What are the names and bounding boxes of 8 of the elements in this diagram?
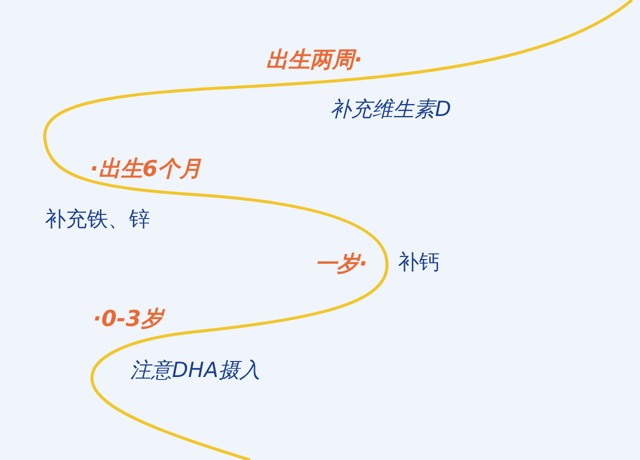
milestone-label: 出生两周· (266, 47, 362, 74)
supplement-text: 补充铁、锌 (45, 206, 150, 232)
milestone-label: 一岁· (315, 251, 368, 278)
supplement-text: 注意DHA摄入 (130, 357, 260, 384)
supplement-text: 补充维生素D (330, 96, 452, 122)
milestone-label: ·出生6个月 (90, 156, 202, 184)
milestone-label: ·0-3岁 (93, 306, 164, 334)
supplement-text: 补钙 (398, 249, 440, 276)
